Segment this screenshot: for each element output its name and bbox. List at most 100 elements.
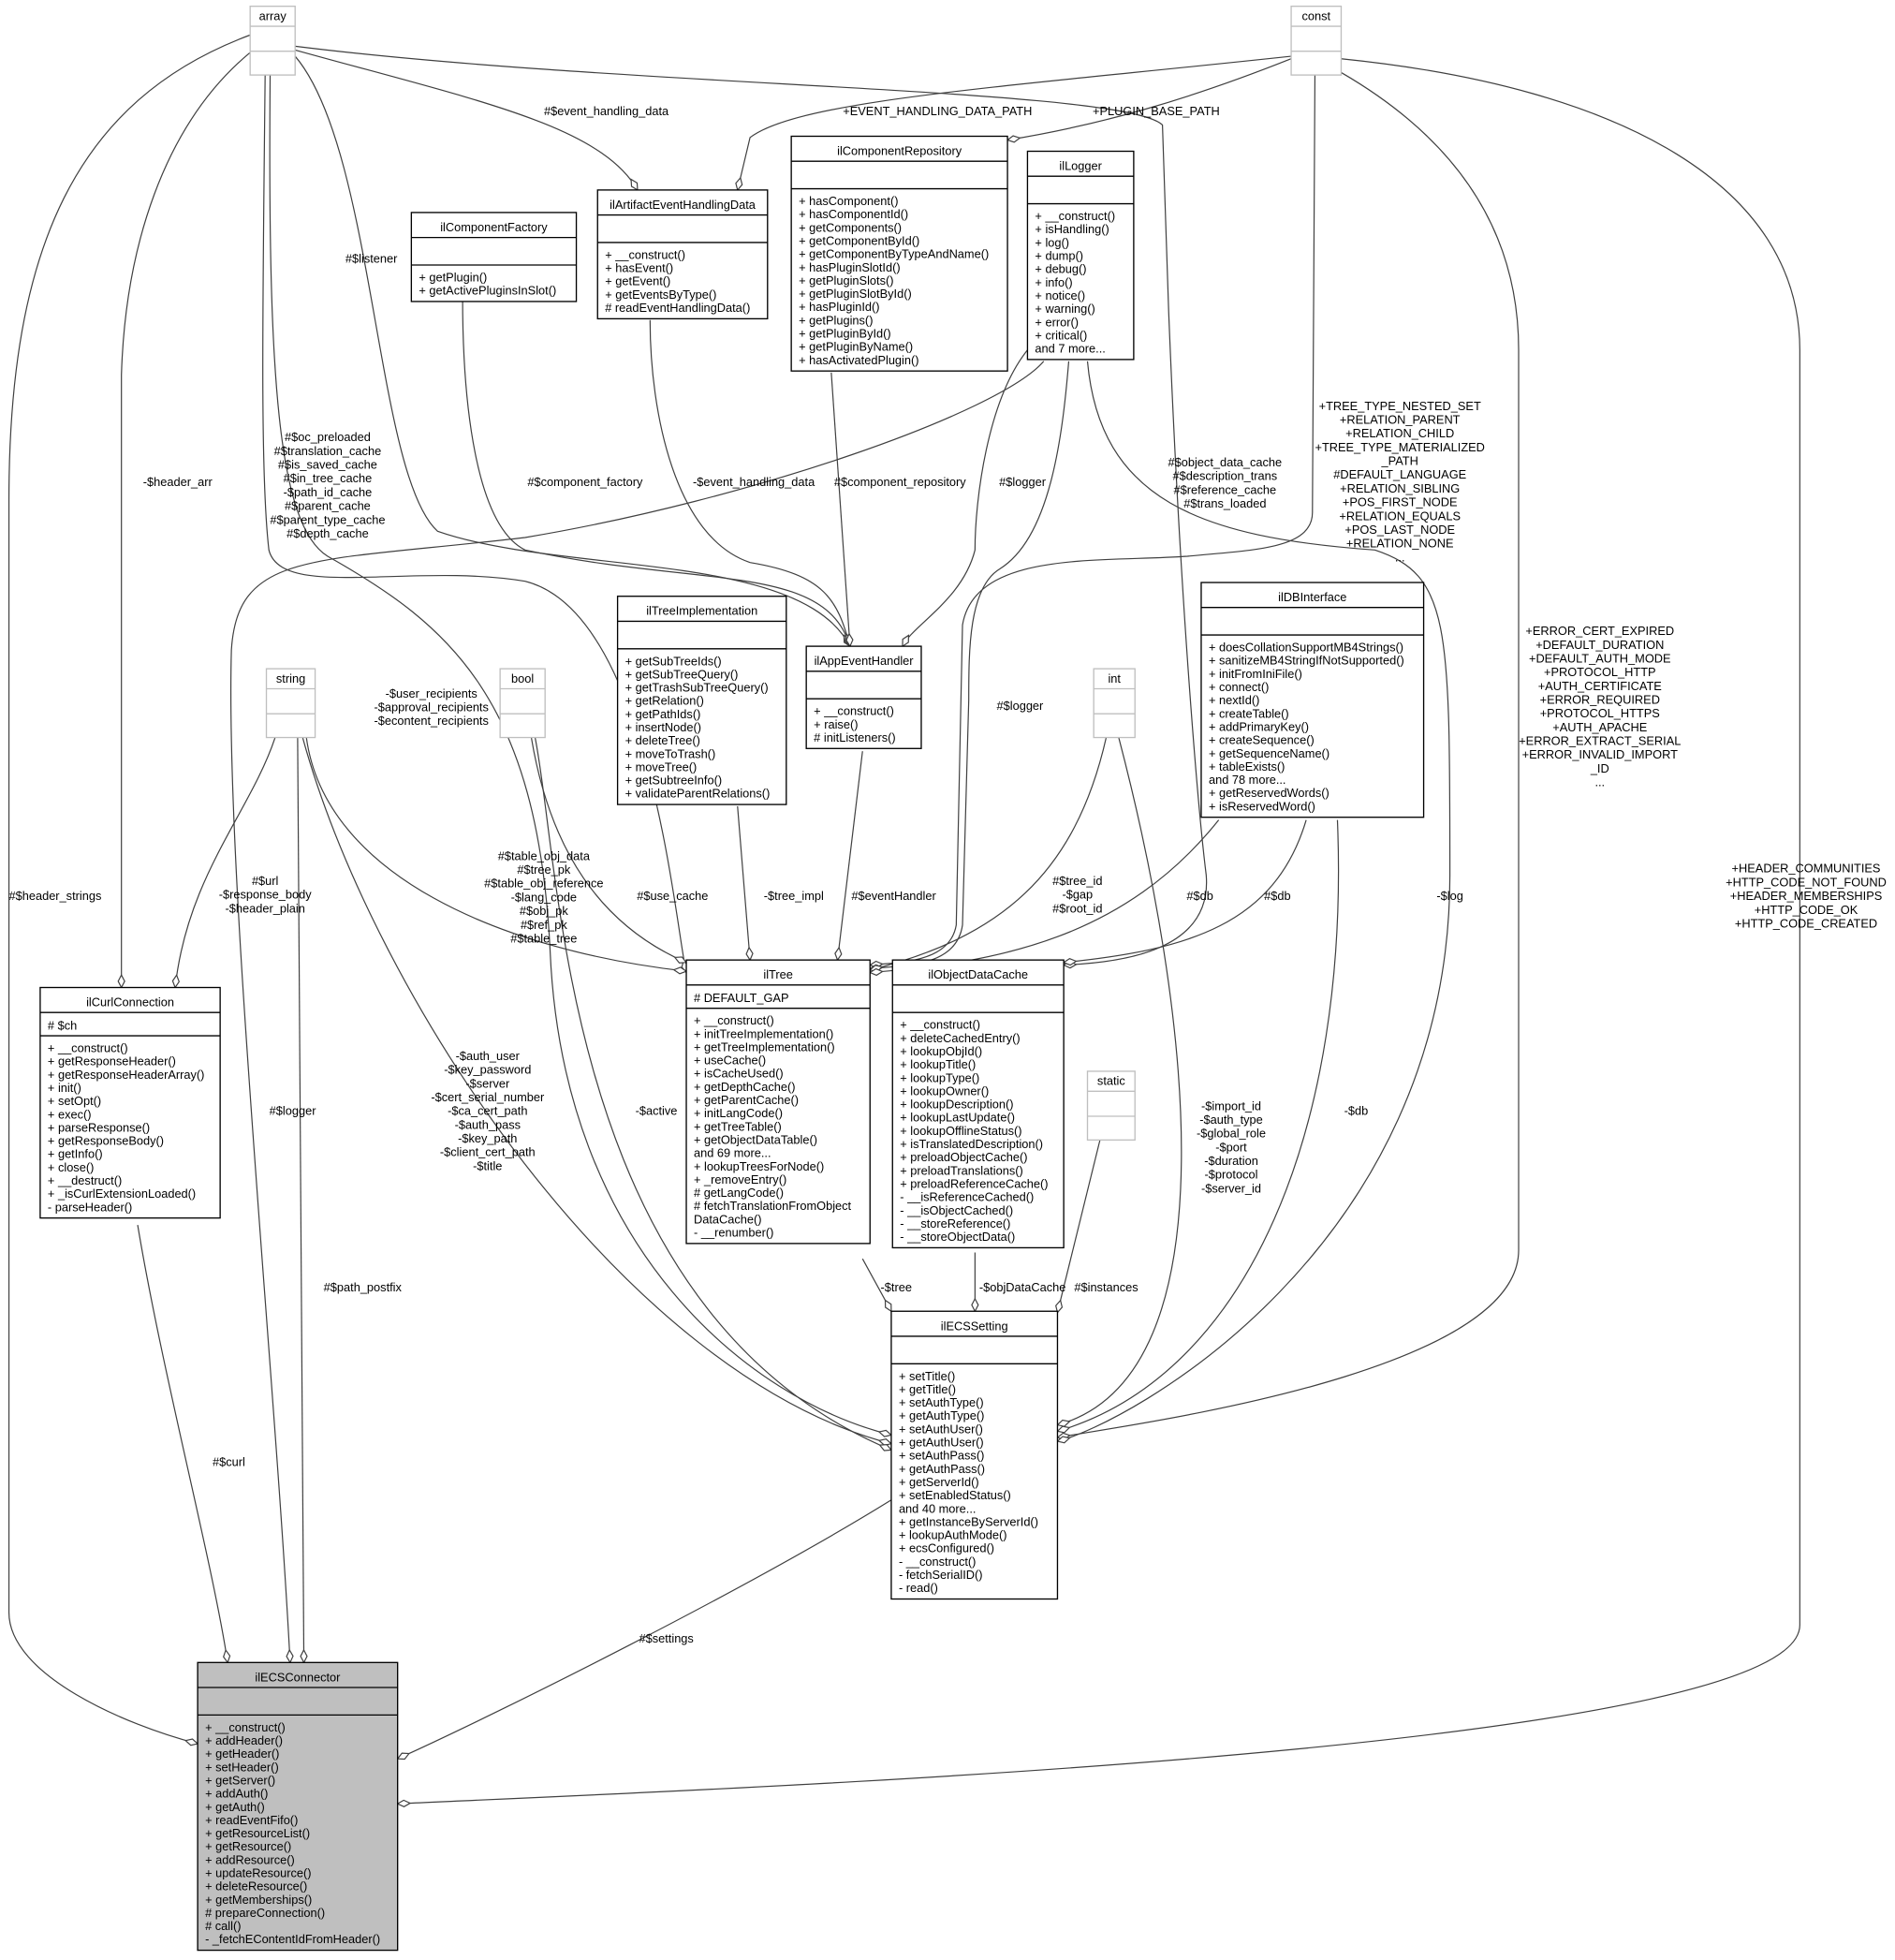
- class-method: + warning(): [1035, 302, 1094, 316]
- aggregation-diamond-icon: [877, 1429, 893, 1437]
- class-method: + close(): [48, 1160, 94, 1174]
- class-iltreeimplementation[interactable]: ilTreeImplementation+ getSubTreeIds()+ g…: [616, 596, 787, 805]
- edge-label-line: -$duration: [1204, 1154, 1258, 1168]
- class-name: ilObjectDataCache: [928, 967, 1028, 981]
- edge-label-line: #$reference_cache: [1174, 482, 1277, 496]
- class-static[interactable]: static: [1086, 1070, 1136, 1142]
- edge-label-line: +TREE_TYPE_MATERIALIZED: [1315, 440, 1484, 454]
- class-ilobjectdatacache[interactable]: ilObjectDataCache+ __construct()+ delete…: [891, 959, 1065, 1249]
- class-const[interactable]: const: [1290, 6, 1343, 76]
- edge-label-line: #$listener: [345, 251, 398, 265]
- class-method: - __storeReference(): [900, 1216, 1010, 1231]
- edge-array-to-ilcurlconnection: [117, 52, 251, 989]
- class-bool[interactable]: bool: [499, 668, 546, 739]
- class-ilappeventhandler[interactable]: ilAppEventHandler+ __construct()+ raise(…: [805, 645, 922, 749]
- class-array[interactable]: array: [249, 6, 296, 76]
- class-box: [265, 668, 316, 739]
- class-method: - __renumber(): [694, 1226, 773, 1240]
- edge-label: #$table_obj_data#$tree_pk#$table_obj_ref…: [484, 848, 603, 945]
- class-method: + getResource(): [205, 1839, 291, 1853]
- class-illogger[interactable]: ilLogger+ __construct()+ isHandling()+ l…: [1026, 150, 1135, 361]
- class-method: + init(): [48, 1081, 81, 1095]
- aggregation-diamond-icon: [902, 634, 910, 648]
- class-ilartifacteventhandlingdata[interactable]: ilArtifactEventHandlingData+ __construct…: [596, 189, 769, 320]
- association-line: [305, 737, 687, 972]
- edge-label-line: #$logger: [997, 699, 1045, 713]
- edge-illogger-to-ilecsconnector: [229, 361, 1045, 1664]
- association-line: [295, 45, 1208, 966]
- aggregation-diamond-icon: [1056, 1425, 1071, 1434]
- aggregation-diamond-icon: [878, 1443, 893, 1452]
- edge-bool-to-ilecssetting: [534, 737, 893, 1452]
- edge-label: #$tree_id-$gap#$root_id: [1052, 874, 1102, 915]
- class-box: [596, 189, 769, 320]
- edge-label-line: #$is_saved_cache: [278, 458, 377, 472]
- edge-label-line: #$component_repository: [834, 475, 966, 489]
- class-method: + getEventsByType(): [605, 287, 716, 302]
- edge-label: #$use_cache: [637, 889, 708, 903]
- edge-label-line: +ERROR_EXTRACT_SERIAL: [1519, 734, 1681, 748]
- class-method: + isTranslatedDescription(): [900, 1137, 1043, 1151]
- edge-label-line: #$depth_cache: [286, 526, 369, 540]
- aggregation-diamond-icon: [834, 946, 843, 962]
- edge-label-line: _ID: [1590, 761, 1609, 775]
- edge-label-line: +POS_LAST_NODE: [1344, 523, 1455, 537]
- class-ilecssetting[interactable]: ilECSSetting+ setTitle()+ getTitle()+ se…: [890, 1310, 1059, 1600]
- edge-label-line: +HTTP_CODE_NOT_FOUND: [1726, 875, 1887, 889]
- edge-label-line: -$gap: [1062, 888, 1093, 902]
- class-attribute: # $ch: [48, 1018, 77, 1032]
- class-method: + ecsConfigured(): [899, 1541, 994, 1555]
- class-name: const: [1301, 8, 1330, 22]
- class-name: ilLogger: [1059, 159, 1102, 173]
- class-ilecsconnector[interactable]: ilECSConnector+ __construct()+ addHeader…: [197, 1661, 399, 1952]
- class-method: + addPrimaryKey(): [1209, 719, 1309, 733]
- class-method: + preloadObjectCache(): [900, 1150, 1027, 1164]
- edge-label-line: +HTTP_CODE_OK: [1755, 903, 1858, 917]
- edge-label-line: +ERROR_CERT_EXPIRED: [1525, 624, 1674, 638]
- edge-label-line: #$translation_cache: [274, 444, 382, 458]
- edge-label: #$component_repository: [834, 475, 966, 489]
- class-method: + __construct(): [605, 247, 685, 261]
- edge-label: -$event_handling_data: [693, 475, 815, 489]
- class-method: + getParentCache(): [694, 1093, 799, 1107]
- association-line: [229, 361, 1045, 1663]
- class-method: + getPluginSlots(): [799, 273, 893, 287]
- edge-label-line: -$lang_code: [511, 890, 577, 904]
- edge-label-line: #$obj_pk: [520, 904, 569, 918]
- edge-label-line: #$db: [1186, 889, 1212, 903]
- association-line: [870, 361, 1070, 970]
- class-method: + debug(): [1035, 262, 1086, 276]
- class-int[interactable]: int: [1093, 668, 1136, 739]
- edge-ilecssetting-to-ilecsconnector: [396, 1499, 892, 1761]
- class-method: + getPlugins(): [799, 313, 873, 327]
- class-box: [891, 959, 1065, 1249]
- edge-label-line: +HEADER_MEMBERSHIPS: [1730, 889, 1883, 903]
- class-method: + addAuth(): [205, 1787, 268, 1801]
- aggregation-diamond-icon: [223, 1648, 231, 1664]
- association-line: [830, 372, 851, 647]
- edge-label: #$logger: [997, 699, 1045, 713]
- edge-label-line: #$use_cache: [637, 889, 708, 903]
- class-method: + setHeader(): [205, 1760, 279, 1774]
- edge-iltreeimplementation-to-iltree: [737, 805, 754, 962]
- class-method: + setEnabledStatus(): [899, 1488, 1011, 1502]
- class-method: # getLangCode(): [694, 1186, 784, 1200]
- class-string[interactable]: string: [265, 668, 316, 739]
- class-ilcomponentfactory[interactable]: ilComponentFactory+ getPlugin()+ getActi…: [410, 212, 578, 302]
- class-ilcomponentrepository[interactable]: ilComponentRepository+ hasComponent()+ h…: [790, 135, 1008, 372]
- edge-label-line: -$active: [636, 1104, 678, 1118]
- association-line: [137, 1225, 228, 1663]
- aggregation-diamond-icon: [1062, 958, 1078, 966]
- edge-const-to-ilcomponentrepository: [1006, 58, 1292, 143]
- class-ilcurlconnection[interactable]: ilCurlConnection# $ch+ __construct()+ ge…: [39, 986, 221, 1219]
- class-method: + getTreeImplementation(): [694, 1039, 835, 1054]
- class-method: + getMemberships(): [205, 1893, 312, 1907]
- class-box: [1026, 150, 1135, 361]
- class-method: and 69 more...: [694, 1146, 771, 1160]
- edge-array-to-ilappeventhandler: [294, 55, 851, 648]
- class-ildbinterface[interactable]: ilDBInterface+ doesCollationSupportMB4St…: [1200, 582, 1425, 818]
- class-iltree[interactable]: ilTree# DEFAULT_GAP+ __construct()+ init…: [685, 959, 871, 1245]
- class-method: + setAuthPass(): [899, 1449, 984, 1463]
- class-box: [890, 1310, 1059, 1600]
